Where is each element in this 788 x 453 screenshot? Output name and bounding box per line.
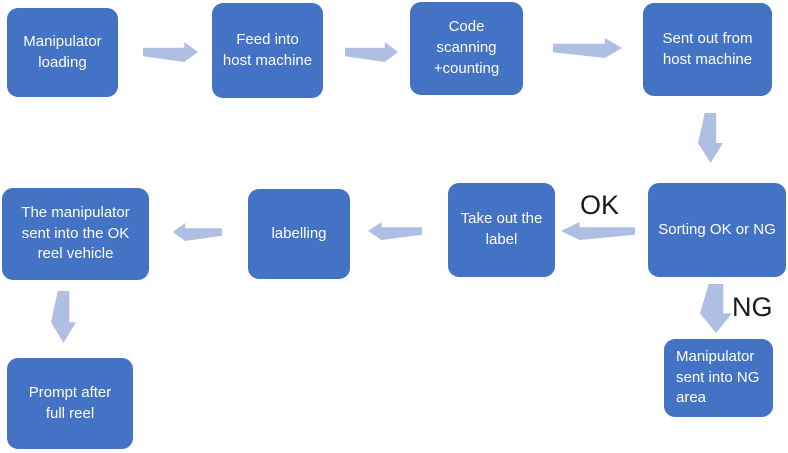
- node-manipulator-loading: Manipulator loading: [7, 8, 118, 97]
- arrow-okreel-to-prompt-icon: [51, 291, 76, 343]
- node-manipulator-ng-area: Manipulator sent into NG area: [664, 339, 773, 417]
- arrow-sorting-to-ngarea-icon: [700, 284, 732, 333]
- arrow-sorting-to-takeout-icon: [561, 222, 635, 240]
- node-feed-into-host-machine: Feed into host machine: [212, 3, 323, 98]
- node-manipulator-ok-reel: The manipulator sent into the OK reel ve…: [2, 188, 149, 280]
- ok-branch-label: OK: [580, 190, 620, 220]
- node-sent-out-from-host-machine: Sent out from host machine: [643, 3, 772, 96]
- arrow-feed-to-scanning-icon: [345, 42, 398, 62]
- arrow-loading-to-feed-icon: [143, 42, 198, 62]
- node-code-scanning-counting: Code scanning +counting: [410, 2, 523, 95]
- node-sorting-ok-or-ng: Sorting OK or NG: [648, 183, 786, 277]
- node-prompt-after-full-reel: Prompt after full reel: [7, 358, 133, 449]
- node-take-out-the-label: Take out the label: [448, 183, 555, 277]
- arrow-sentout-to-sorting-icon: [698, 113, 723, 163]
- arrow-labelling-to-okreel-icon: [173, 223, 222, 241]
- ng-branch-label: NG: [732, 292, 773, 322]
- node-labelling: labelling: [248, 189, 350, 279]
- arrow-takeout-to-labelling-icon: [368, 222, 422, 240]
- arrow-scanning-to-sentout-icon: [553, 38, 622, 58]
